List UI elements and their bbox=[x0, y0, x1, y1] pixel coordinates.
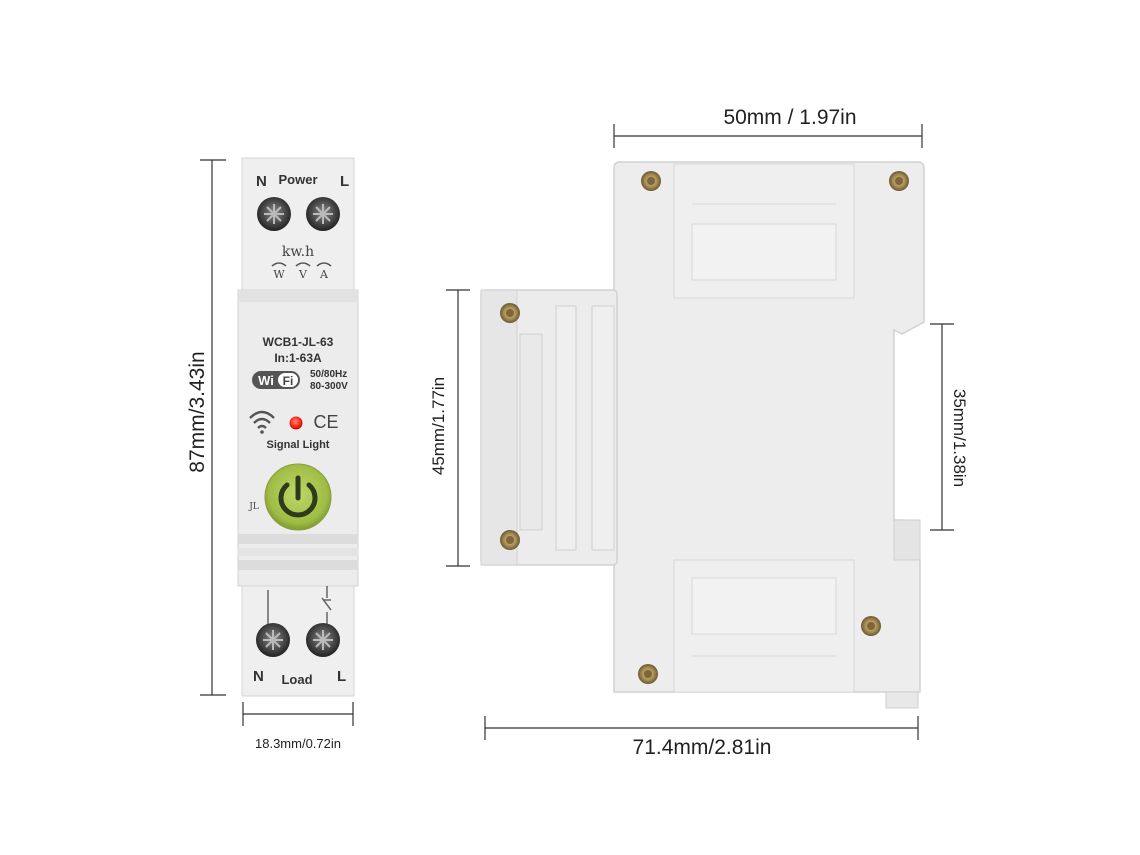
ridge bbox=[519, 333, 543, 531]
terminal-l-bottom: L bbox=[337, 668, 346, 685]
terminal-l-top: L bbox=[340, 173, 349, 190]
screw-top-right-icon bbox=[306, 197, 340, 231]
terminal-n-top: N bbox=[256, 173, 267, 190]
wifi-badge: Wi Fi bbox=[252, 371, 300, 389]
side-right-height-dimension bbox=[930, 323, 954, 531]
switch-symbol-icon bbox=[321, 586, 332, 624]
voltage-rating: 80-300V bbox=[310, 381, 348, 392]
meter-a: A bbox=[319, 268, 329, 281]
power-label: Power bbox=[278, 172, 317, 187]
meter-arc-icon bbox=[271, 262, 332, 267]
terminal-n-bottom: N bbox=[253, 668, 264, 685]
din-clip-tab bbox=[885, 691, 919, 709]
side-bottom-width-label: 71.4mm/2.81in bbox=[633, 736, 772, 759]
frequency-rating: 50/80Hz bbox=[310, 369, 347, 380]
ce-mark: CE bbox=[313, 412, 338, 432]
screw-bottom-right-icon bbox=[306, 623, 340, 657]
side-bottom-width-dimension bbox=[484, 716, 919, 740]
wifi-left-text: Wi bbox=[258, 373, 274, 388]
ridge bbox=[238, 534, 358, 544]
front-height-dimension bbox=[200, 159, 226, 696]
panel-inset bbox=[691, 577, 837, 635]
side-left-height-label: 45mm/1.77in bbox=[429, 377, 448, 475]
screw-brass-center bbox=[647, 177, 655, 185]
power-button[interactable] bbox=[264, 463, 332, 531]
screw-brass-center bbox=[506, 309, 514, 317]
ridge bbox=[555, 305, 577, 551]
meter-label: kw.h bbox=[282, 244, 314, 260]
ridge bbox=[238, 548, 358, 556]
screw-brass-center bbox=[644, 670, 652, 678]
signal-light-label: Signal Light bbox=[267, 439, 330, 451]
meter-w: W bbox=[273, 268, 285, 281]
din-clip bbox=[893, 519, 921, 561]
ridge bbox=[238, 290, 358, 302]
front-width-label: 18.3mm/0.72in bbox=[255, 736, 341, 751]
model-number: WCB1-JL-63 bbox=[263, 335, 334, 349]
screw-top-left-icon bbox=[257, 197, 291, 231]
side-top-width-dimension bbox=[613, 124, 923, 148]
screw-brass-center bbox=[506, 536, 514, 544]
side-right-height-label: 35mm/1.38in bbox=[950, 389, 969, 487]
ridge bbox=[591, 305, 615, 551]
screw-brass-center bbox=[895, 177, 903, 185]
power-icon bbox=[278, 475, 318, 518]
wifi-signal-icon bbox=[249, 410, 275, 434]
panel-inset bbox=[691, 223, 837, 281]
current-rating: In:1-63A bbox=[274, 351, 322, 365]
signal-light-indicator bbox=[289, 416, 303, 430]
side-left-height-dimension bbox=[446, 289, 470, 567]
ridge bbox=[480, 289, 518, 566]
screw-bottom-left-icon bbox=[256, 623, 290, 657]
screw-brass-center bbox=[867, 622, 875, 630]
meter-v: V bbox=[298, 268, 308, 281]
front-view: N Power L kw.h W V A WCB1-JL-63 In:1-63A… bbox=[237, 157, 359, 697]
load-label: Load bbox=[281, 672, 312, 687]
wifi-right-text: Fi bbox=[283, 374, 294, 388]
front-height-label: 87mm/3.43in bbox=[186, 351, 209, 472]
ridge bbox=[238, 560, 358, 570]
front-width-dimension bbox=[242, 702, 354, 726]
jl-mark: JL bbox=[248, 502, 259, 512]
side-top-width-label: 50mm / 1.97in bbox=[723, 106, 856, 129]
side-view bbox=[480, 161, 925, 709]
